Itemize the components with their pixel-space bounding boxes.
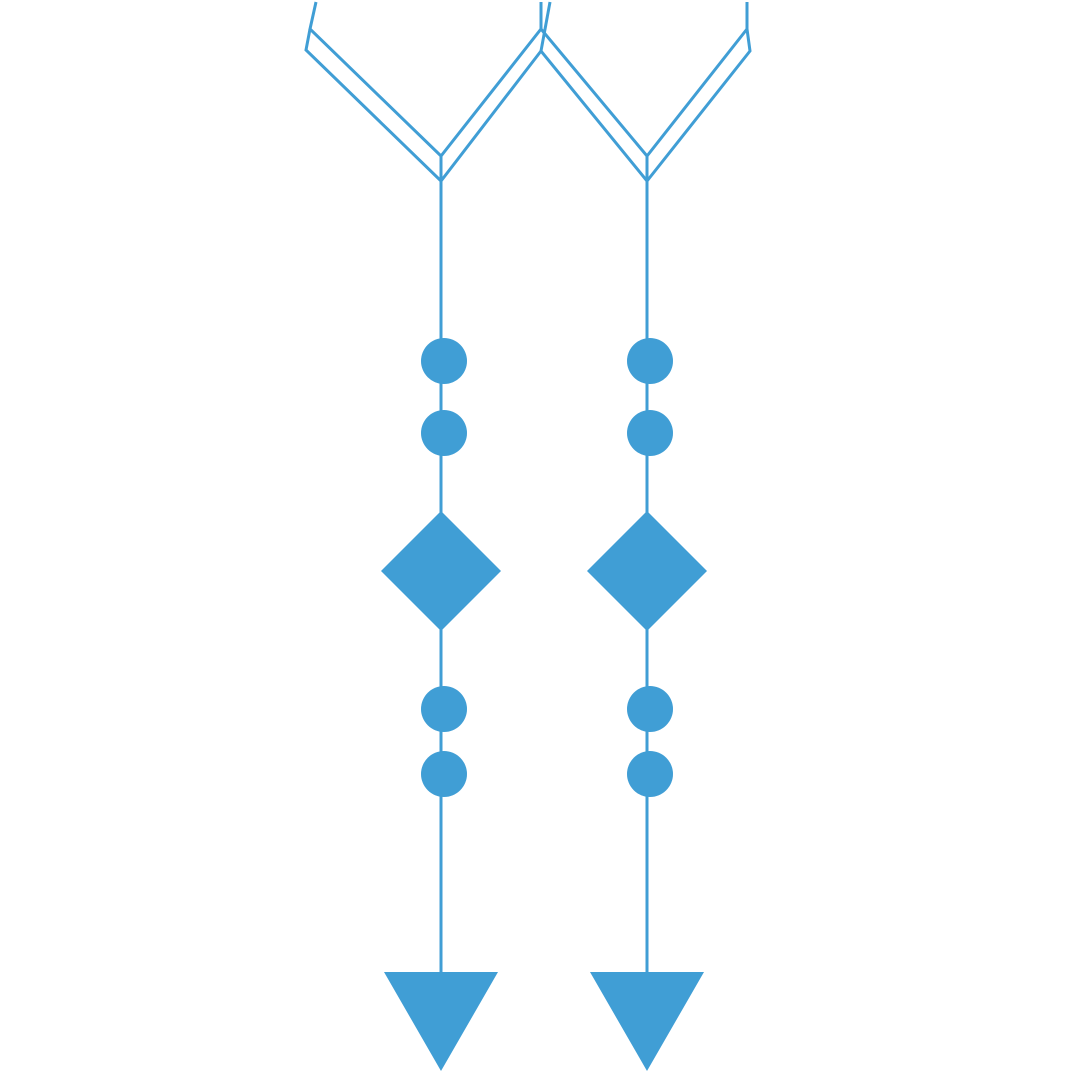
fletching-zigzag (304, 1, 752, 184)
arrowhead-triangle (384, 972, 498, 1071)
circle-marker (421, 751, 467, 797)
circle-marker (627, 686, 673, 732)
diamond-marker (587, 511, 707, 631)
circle-marker (627, 338, 673, 384)
diamond-marker (381, 511, 501, 631)
circle-marker (421, 410, 467, 456)
fletching-outer-line (304, 28, 752, 184)
circle-marker (421, 686, 467, 732)
circle-marker (421, 338, 467, 384)
arrowhead-triangle (590, 972, 704, 1071)
fletching-stub (539, 1, 552, 52)
circle-marker (627, 410, 673, 456)
fletching-inner-line (308, 1, 749, 159)
circle-marker (627, 751, 673, 797)
